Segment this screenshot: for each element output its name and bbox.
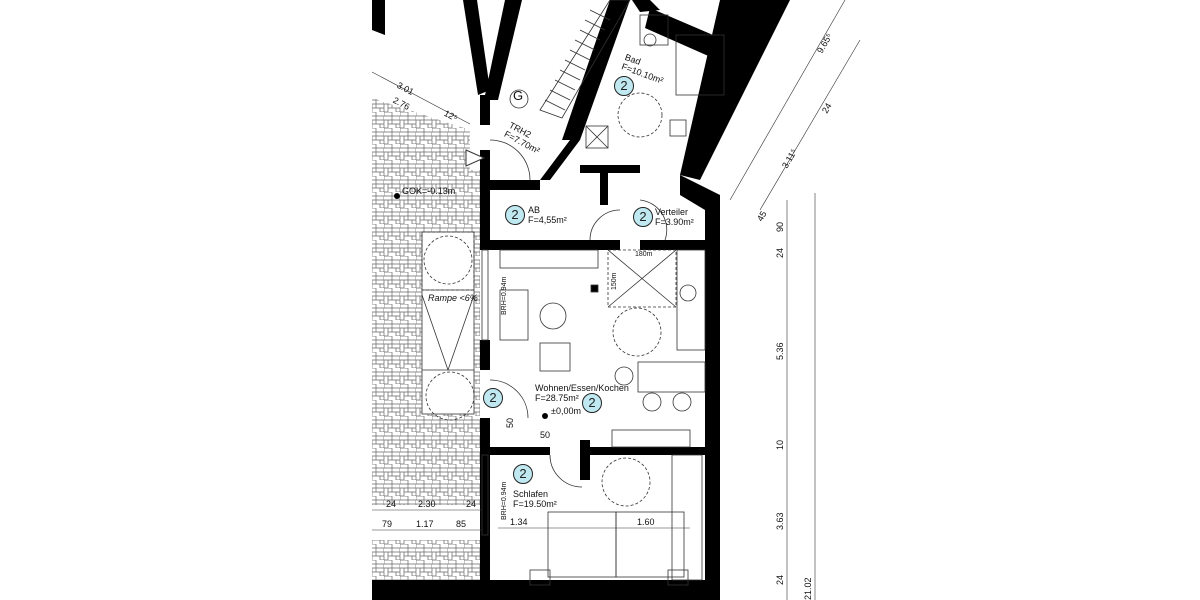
dim-total-21-02: 21.02 [803, 577, 813, 600]
dim-5-36: 5.36 [775, 342, 785, 360]
dim-90: 90 [775, 221, 785, 232]
dim-3-63: 3.63 [775, 512, 785, 530]
level-markers [394, 149, 548, 419]
dim-1-17: 1.17 [416, 519, 434, 529]
dim-1-34: 1.34 [510, 517, 528, 527]
window-sill-living: BRH=0.94m [501, 276, 508, 315]
unit-badge-bad: 2 [614, 76, 634, 96]
dim-2-30: 2.30 [418, 499, 436, 509]
stair-symbol: G [513, 88, 524, 103]
staircase [509, 0, 631, 119]
dimension-lines [371, 0, 861, 600]
dim-1-60: 1.60 [637, 517, 655, 527]
dim-24-a: 24 [775, 247, 785, 258]
turn-space-height: 150m [611, 272, 618, 290]
unit-badge-wohnen: 2 [582, 393, 602, 413]
dim-24-c: 24 [386, 499, 397, 509]
furniture [481, 14, 725, 586]
ramp [421, 231, 475, 421]
unit-badge-verteiler: 2 [633, 207, 653, 227]
ground-level-label: GOK=-0.13m [402, 186, 456, 196]
dim-door-50-b: 50 [540, 430, 551, 440]
window-sill-bedroom: BRH=0.94m [501, 481, 508, 520]
dim-24-d: 24 [466, 499, 477, 509]
turn-space-width: 180m [635, 251, 653, 258]
floor-level-label: ±0,00m [551, 406, 581, 416]
dim-85: 85 [456, 519, 467, 529]
ramp-label: Rampe <6% [428, 293, 478, 303]
entry-unit-badge: 2 [483, 388, 503, 408]
doors [489, 139, 668, 488]
walls [372, 0, 790, 600]
dim-24-b: 24 [775, 574, 785, 585]
unit-badge-schlafen: 2 [513, 464, 533, 484]
dim-10: 10 [775, 439, 785, 450]
dim-door-50-a: 50 [505, 417, 515, 428]
dim-79: 79 [382, 519, 393, 529]
unit-badge-ab: 2 [505, 205, 525, 225]
